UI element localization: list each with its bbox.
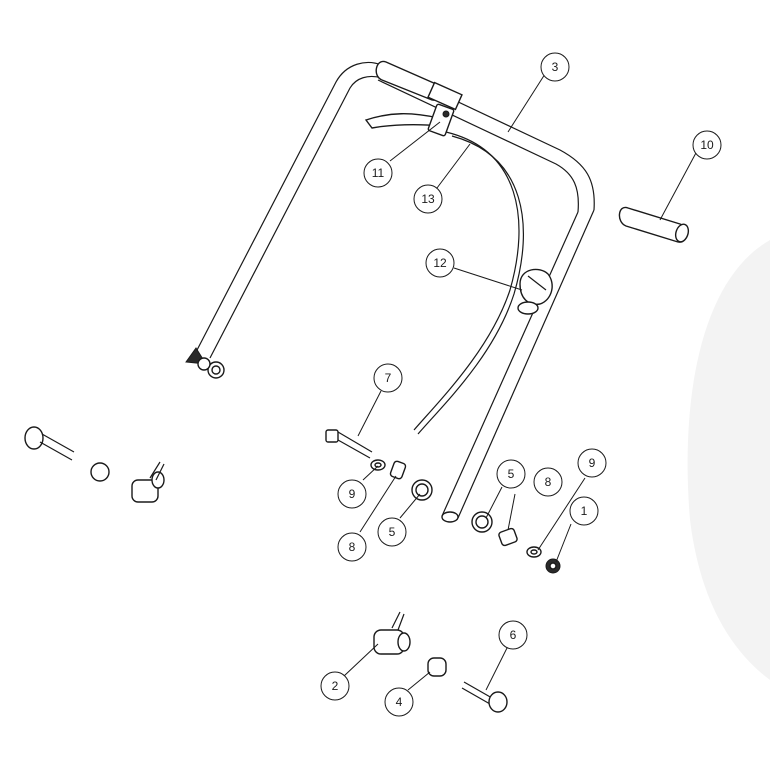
bolt-long	[325, 429, 373, 459]
svg-text:3: 3	[552, 60, 559, 74]
svg-text:9: 9	[349, 487, 356, 501]
svg-text:5: 5	[389, 525, 396, 539]
svg-text:8: 8	[545, 475, 552, 489]
washer-8-right	[498, 527, 518, 547]
callout-2: 2	[320, 671, 350, 701]
callout-7: 7	[373, 363, 403, 393]
svg-text:4: 4	[396, 695, 403, 709]
callout-6: 6	[498, 620, 528, 650]
callout-13: 13	[413, 184, 443, 214]
svg-text:13: 13	[421, 192, 435, 206]
svg-text:2: 2	[332, 679, 339, 693]
callout-8-left: 8	[337, 532, 367, 562]
left-pin-assembly	[24, 426, 165, 503]
pivot-bracket-2	[373, 611, 411, 655]
background-shading	[687, 240, 770, 680]
callout-12: 12	[425, 248, 455, 278]
spare-grip	[618, 206, 690, 243]
leader-lines	[343, 73, 698, 691]
bushing-5-right	[471, 511, 493, 533]
svg-text:1: 1	[581, 504, 588, 518]
callout-9-left: 9	[337, 479, 367, 509]
callout-3: 3	[540, 52, 570, 82]
svg-text:9: 9	[589, 456, 596, 470]
callout-4: 4	[384, 687, 414, 717]
bushing-5-left	[411, 479, 433, 501]
callout-9-right: 9	[577, 448, 607, 478]
callout-11: 11	[363, 158, 393, 188]
callout-5-right: 5	[496, 459, 526, 489]
callout-10: 10	[692, 130, 722, 160]
callout-5-left: 5	[377, 517, 407, 547]
svg-text:11: 11	[372, 166, 385, 180]
callout-1: 1	[569, 496, 599, 526]
washer-9-left	[370, 459, 386, 471]
handle-bar	[185, 60, 595, 523]
cable-knob	[517, 268, 553, 315]
nut-1	[545, 558, 561, 574]
svg-text:8: 8	[349, 540, 356, 554]
pin-6	[461, 681, 508, 713]
brake-lever	[364, 103, 455, 137]
svg-text:5: 5	[508, 467, 515, 481]
callout-8-right: 8	[533, 467, 563, 497]
spacer-4	[427, 657, 447, 677]
svg-text:10: 10	[700, 138, 714, 152]
svg-text:7: 7	[385, 371, 392, 385]
svg-text:6: 6	[510, 628, 517, 642]
washer-8-left	[389, 460, 407, 480]
washer-9-right	[526, 546, 542, 558]
svg-text:12: 12	[433, 256, 447, 270]
control-cable	[413, 131, 524, 435]
